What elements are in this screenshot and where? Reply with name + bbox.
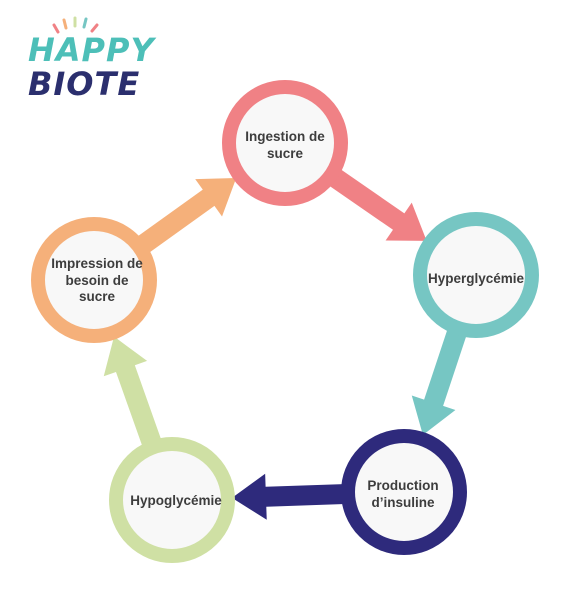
node-label-ingestion: Ingestion de sucre [245,129,325,161]
node-circle-production-insuline [341,429,467,555]
node-label-impression-besoin: Impression de besoin de sucre [51,255,143,305]
node-label-hyperglycemie: Hyperglycémie [427,270,525,286]
arrow-production-insuline [231,473,374,520]
logo-rays [52,16,99,34]
logo-biote-text: BIOTE [28,65,141,103]
node-circle-ingestion [222,80,348,206]
node-label-hypoglycemie: Hypoglycémie [130,492,222,508]
node-circle-hypoglycemie [109,437,235,563]
node-circle-impression-besoin [31,217,157,343]
node-circle-hyperglycemie [413,212,539,338]
happy-biote-logo: HAPPY BIOTE [28,10,154,110]
node-label-production-insuline: Production d’insuline [367,478,439,510]
logo-happy-text: HAPPY [28,31,155,69]
